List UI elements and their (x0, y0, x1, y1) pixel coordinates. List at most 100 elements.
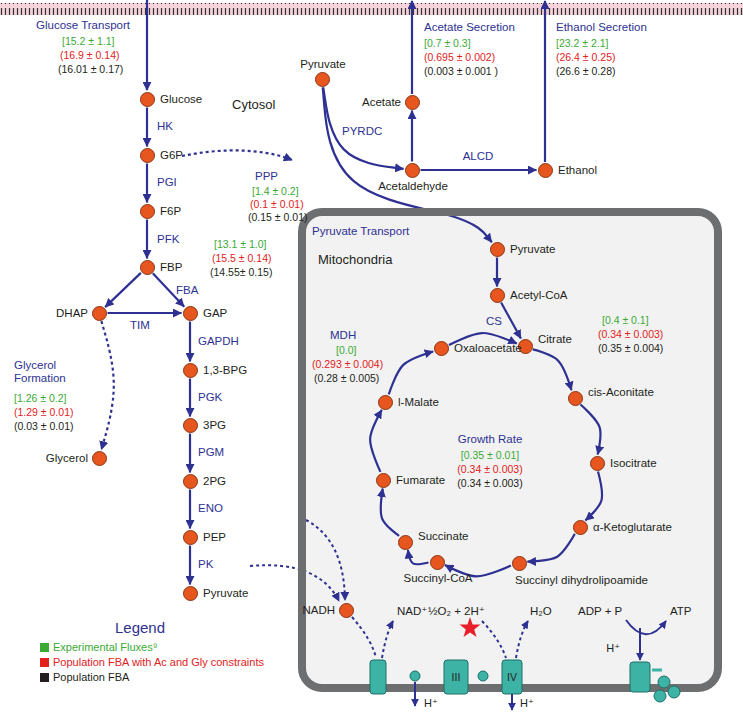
metabolite-label: Succinyl-CoA (403, 572, 472, 585)
legend-entry: Experimental Fluxes⁹ (40, 641, 157, 654)
metabolite-node: NADH (339, 603, 354, 618)
complex-three (444, 660, 468, 694)
reaction-arrow (408, 550, 429, 564)
metabolite-node: 2PG (183, 474, 198, 489)
atp-synthase-head (658, 676, 670, 688)
inhibition-star (460, 617, 481, 637)
annotation-label: (26.6 ± 0.28) (556, 65, 615, 77)
water-path (516, 621, 528, 658)
annotation-label: (0.695 ± 0.002) (424, 51, 495, 63)
metabolite-node: l-Malate (378, 395, 393, 410)
metabolite-node: PEP (183, 530, 198, 545)
mitochondria-fill (298, 208, 722, 692)
metabolite-label: l-Malate (398, 396, 439, 409)
reaction-arrow (146, 220, 148, 259)
metabolite-label: DHAP (56, 307, 88, 320)
annotation-label: [0.7 ± 0.3] (424, 37, 471, 49)
metabolite-label: Isocitrate (610, 457, 657, 470)
reaction-arrow (189, 434, 191, 473)
reaction-arrow (501, 302, 521, 338)
atp-synthase-stalk (652, 669, 662, 672)
annotation-label: NAD⁺ (397, 605, 427, 618)
metabolite-node: F6P (140, 204, 155, 219)
enzyme-label: TIM (130, 319, 150, 332)
acetate-secretion-arrow (411, 1, 413, 94)
annotation-label: (14.55± 0.15) (210, 266, 272, 278)
annotation-label: (0.293 ± 0.004) (312, 358, 383, 370)
annotation-label: (15.5 ± 0.14) (212, 252, 271, 264)
annotation-label: (0.1 ± 0.01) (250, 198, 304, 210)
metabolite-label: Glycerol (46, 452, 88, 465)
oxygen-path (482, 621, 506, 658)
enzyme-label: ENO (198, 502, 223, 515)
legend-swatch (40, 643, 49, 652)
annotation-label: Growth Rate (458, 433, 523, 446)
annotation-label: [1.4 ± 0.2] (252, 185, 299, 197)
cell-membrane (0, 3, 743, 15)
metabolite-label: Pyruvate (203, 587, 248, 600)
atp-arrow (626, 620, 666, 634)
annotation-label: Acetate Secretion (424, 21, 515, 34)
metabolite-node: Glycerol (92, 451, 107, 466)
reaction-arrow (421, 169, 537, 171)
annotation-label: H₂O (530, 605, 552, 618)
annotation-label: ADP + P (578, 605, 622, 618)
reaction-arrow (411, 111, 413, 162)
annotation-label: ATP (670, 605, 692, 618)
metabolite-node: 1,3-BPG (183, 363, 198, 378)
nadh-input (306, 520, 345, 600)
annotation-label: [0.35 ± 0.01] (461, 449, 519, 461)
reaction-arrow (381, 488, 399, 535)
reaction-arrow (323, 87, 492, 242)
reaction-arrow (580, 404, 600, 454)
metabolite-node: Acetate (405, 95, 420, 110)
reaction-arrow (189, 490, 191, 529)
metabolite-label: α-Ketoglutarate (593, 521, 672, 534)
enzyme-label: FBA (176, 284, 198, 297)
metabolite-label: 1,3-BPG (203, 364, 247, 377)
enzyme-label: PGK (198, 391, 222, 404)
reaction-arrow (585, 471, 602, 520)
reaction-arrow (105, 273, 141, 307)
glucose-uptake-arrow (146, 0, 148, 90)
annotation-label: Legend (115, 619, 165, 636)
annotation-label: [15.2 ± 1.1] (62, 35, 114, 47)
annotation-label: [1.26 ± 0.2] (14, 392, 66, 404)
metabolite-node: Succinyl dihydrolipoamide (512, 556, 527, 571)
annotation-label: (0.03 ± 0.01) (14, 420, 73, 432)
metabolite-label: PEP (203, 531, 226, 544)
proton-arrow (639, 628, 641, 660)
enzyme-label: PFK (157, 233, 179, 246)
reaction-arrow (370, 410, 382, 472)
metabolite-node: Succinate (398, 535, 413, 550)
ppp-arrow (182, 150, 292, 160)
metabolite-node: Pyruvate (315, 72, 330, 87)
annotation-label: [0.4 ± 0.1] (602, 314, 649, 326)
annotation-label: H⁺ (520, 697, 534, 710)
metabolite-label: Acetate (362, 96, 401, 109)
annotation-label: III (452, 671, 461, 683)
annotation-label: Ethanol Secretion (556, 21, 647, 34)
reaction-arrow (108, 312, 182, 314)
annotation-label: Cytosol (232, 98, 275, 113)
legend-swatch (40, 658, 49, 667)
cytochrome-c (478, 671, 488, 681)
metabolite-node: α-Ketoglutarate (573, 520, 588, 535)
annotation-label: H⁺ (606, 642, 620, 655)
enzyme-label: Pyruvate Transport (312, 225, 409, 238)
annotation-label: [13.1 ± 1.0] (214, 238, 266, 250)
annotation-label: (16.9 ± 0.14) (60, 49, 119, 61)
metabolite-node: FBP (140, 260, 155, 275)
atp-synthase-head (654, 690, 666, 702)
metabolite-node: Glucose (140, 92, 155, 107)
nadh-input (250, 565, 339, 601)
metabolite-node: G6P (140, 148, 155, 163)
legend-text: Population FBA with Ac and Gly constrain… (53, 656, 264, 669)
organelle-title: Mitochondria (318, 252, 392, 267)
metabolite-node: GAP (183, 306, 198, 321)
metabolite-label: 3PG (203, 419, 226, 432)
metabolite-label: Glucose (160, 93, 202, 106)
reaction-arrow (189, 379, 191, 417)
complex-one (370, 660, 386, 694)
